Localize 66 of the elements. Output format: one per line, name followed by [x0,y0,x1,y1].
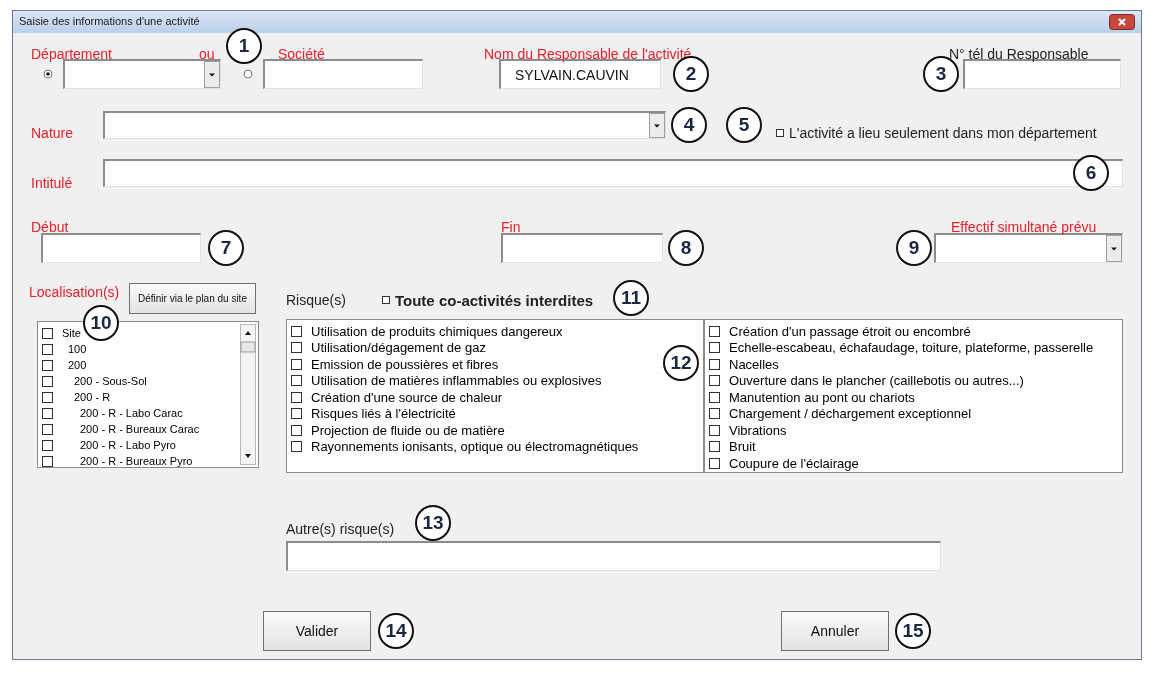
risk-checklist [286,319,704,473]
list-item: Echelle-escabeau, échafaudage, toiture, plateforme, passerelle [729,340,1094,356]
callout-number: 11 [613,280,649,316]
window-title: Saisie des informations d'une activité [19,15,200,27]
list-item: 200 - R - Bureaux Pyro [79,455,193,467]
field-label: Localisation(s) [29,284,120,300]
list-item: Nacelles [729,356,779,372]
list-item: Création d'une source de chaleur [311,389,503,405]
list-item: 200 - R - Labo Pyro [79,439,176,451]
field-label: Toute co-activités interdites [395,292,594,309]
risk-checklist [704,319,1123,473]
field-label: ou [199,46,215,62]
input-field [286,541,941,571]
field-label: Autre(s) risque(s) [286,521,395,537]
list-item: Utilisation de matières inflammables ou explosives [311,373,602,389]
input-field [41,233,201,263]
list-item: 200 [67,359,87,371]
field-label: Intitulé [31,175,73,191]
list-item: 200 - R - Bureaux Carac [79,423,200,435]
input-field [103,159,1123,187]
list-item: Création d'un passage étroit ou encombré [729,323,971,339]
field-label: Risque(s) [286,292,346,308]
callout-number: 14 [378,613,414,649]
callout-number: 5 [726,107,762,143]
list-item: Ouverture dans le plancher (caillebotis ou autres...) [729,373,1024,389]
field-label: Fin [501,219,521,235]
input-field [263,59,423,89]
field-label: Effectif simultané prévu [951,219,1097,235]
list-item: Vibrations [729,422,787,438]
callout-number: 8 [668,230,704,266]
list-item: 100 [67,343,87,355]
list-item: 200 - R - Labo Carac [79,407,183,419]
field-label: Société [278,46,325,62]
callout-number: 12 [663,345,699,381]
callout-number: 13 [415,505,451,541]
field-label: Nature [31,125,74,141]
callout-number: 4 [671,107,707,143]
site-plan-button: Définir via le plan du site [129,283,256,314]
callout-number: 15 [895,613,931,649]
list-item: Coupure de l'éclairage [729,455,859,471]
list-item: Risques liés à l'électricité [311,406,456,422]
list-item: Manutention au pont ou chariots [729,389,915,405]
list-item: Projection de fluide ou de matière [311,422,505,438]
callout-number: 9 [896,230,932,266]
field-label: Début [31,219,69,235]
field-label: Département [31,46,112,62]
callout-number: 1 [226,28,262,64]
list-item: Utilisation/dégagement de gaz [311,340,486,356]
field-label: L'activité a lieu seulement dans mon département [789,125,1097,141]
validate-button: Valider [263,611,371,651]
callout-number: 6 [1073,155,1109,191]
list-item: 200 - Sous-Sol [73,375,147,387]
list-item: 200 - R [73,391,111,403]
dropdown-field [103,111,666,139]
list-item: Rayonnements ionisants, optique ou électromagnétiques [311,439,639,455]
list-item: Utilisation de produits chimiques dangereux [311,323,563,339]
list-item: Bruit [729,439,756,455]
cancel-button: Annuler [781,611,889,651]
input-field [501,233,663,263]
list-item: Emission de poussières et fibres [311,356,499,372]
dropdown-field [934,233,1123,263]
callout-number: 7 [208,230,244,266]
dialog-window [12,10,1142,660]
callout-number: 10 [83,305,119,341]
list-item: Site [62,327,81,339]
list-item: Chargement / déchargement exceptionnel [729,406,972,422]
